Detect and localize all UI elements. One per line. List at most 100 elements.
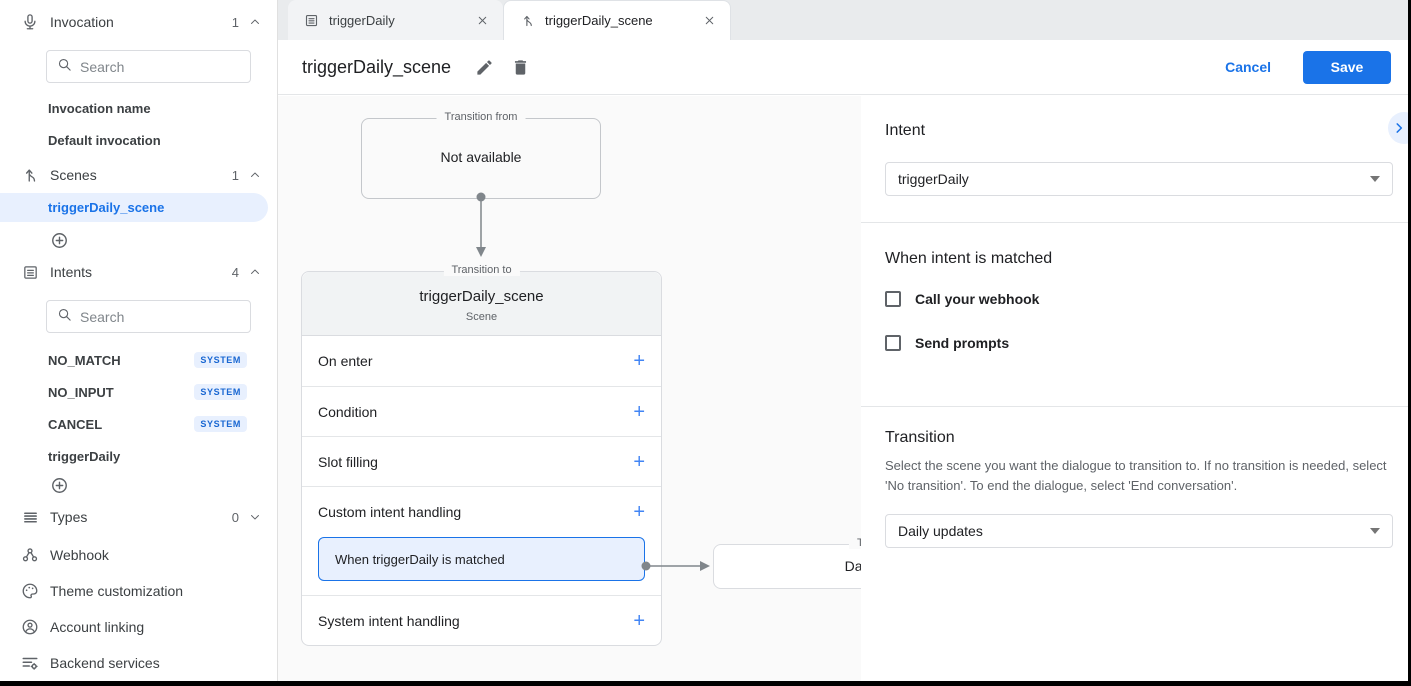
transition-dropdown[interactable]: Daily updates: [885, 514, 1393, 549]
backend-services-icon: [20, 653, 40, 673]
scene-icon: [20, 165, 40, 185]
account-icon: [20, 617, 40, 637]
cancel-button[interactable]: Cancel: [1225, 59, 1271, 75]
sidebar-section-scenes[interactable]: Scenes 1: [20, 163, 261, 187]
sidebar-item-backend-services[interactable]: Backend services: [20, 653, 261, 673]
scene-card-title: triggerDaily_scene: [419, 288, 544, 305]
sidebar-item-triggerdaily[interactable]: triggerDaily: [0, 445, 277, 467]
editor-header: triggerDaily_scene Cancel Save: [278, 40, 1408, 95]
add-icon[interactable]: +: [633, 501, 645, 523]
search-icon: [57, 307, 72, 327]
webhook-icon: [20, 545, 40, 565]
scene-row-condition[interactable]: Condition +: [302, 386, 661, 436]
sidebar-section-label: Types: [50, 509, 88, 525]
divider: [861, 406, 1408, 407]
checkbox-unchecked[interactable]: [885, 291, 901, 307]
sidebar-item-no-input[interactable]: NO_INPUT SYSTEM: [0, 381, 277, 403]
tab-label: triggerDaily: [329, 12, 395, 28]
page-title: triggerDaily_scene: [302, 56, 452, 77]
search-icon: [57, 57, 72, 77]
palette-icon: [20, 581, 40, 601]
sidebar-item-invocation-name[interactable]: Invocation name: [48, 101, 151, 116]
intent-handler-when-triggerdaily[interactable]: When triggerDaily is matched: [318, 537, 645, 581]
sidebar-item-webhook[interactable]: Webhook: [20, 545, 261, 565]
connector-arrow-down: [476, 192, 486, 257]
section-count: 4: [231, 264, 239, 280]
add-icon[interactable]: +: [633, 400, 645, 423]
transition-to-legend: Transition to: [848, 537, 861, 549]
types-icon: [20, 507, 40, 527]
intent-label: CANCEL: [48, 416, 103, 432]
tab-triggerdaily-scene[interactable]: triggerDaily_scene: [503, 0, 731, 40]
sidebar-item-theme-customization[interactable]: Theme customization: [20, 581, 261, 601]
delete-icon[interactable]: [509, 56, 531, 78]
sidebar-section-invocation[interactable]: Invocation 1: [20, 10, 261, 34]
send-prompts-option[interactable]: Send prompts: [885, 333, 1393, 353]
transition-dropdown-value: Daily updates: [898, 523, 983, 540]
scene-row-label: Custom intent handling: [318, 504, 462, 520]
transition-target-value: Daily updates: [844, 558, 861, 574]
transition-target-card[interactable]: Transition to Daily updates: [713, 537, 861, 589]
transition-from-legend: Transition from: [436, 111, 526, 123]
intent-dropdown[interactable]: triggerDaily: [885, 162, 1393, 196]
close-icon[interactable]: [476, 14, 489, 27]
system-badge: SYSTEM: [194, 352, 247, 368]
sidebar-link-label: Backend services: [50, 655, 160, 671]
call-webhook-option[interactable]: Call your webhook: [885, 289, 1393, 309]
intent-icon: [304, 13, 319, 28]
close-icon[interactable]: [703, 14, 716, 27]
sidebar-item-no-match[interactable]: NO_MATCH SYSTEM: [0, 349, 277, 371]
sidebar-item-default-invocation[interactable]: Default invocation: [48, 133, 161, 148]
add-icon[interactable]: +: [633, 450, 645, 473]
chevron-down-icon: [249, 511, 261, 523]
scene-row-label: Slot filling: [318, 453, 378, 470]
sidebar-item-account-linking[interactable]: Account linking: [20, 617, 261, 637]
chevron-up-icon: [249, 169, 261, 181]
sidebar: Invocation 1 Invocation name Default inv…: [0, 0, 278, 681]
tab-triggerdaily[interactable]: triggerDaily: [288, 0, 503, 40]
sidebar-section-intents[interactable]: Intents 4: [20, 260, 261, 284]
add-intent-button[interactable]: [50, 475, 277, 495]
scene-row-system-intent-handling[interactable]: System intent handling +: [302, 595, 661, 645]
transition-from-card: Transition from Not available: [361, 111, 601, 199]
intent-label: NO_MATCH: [48, 352, 121, 368]
intents-search: [46, 300, 251, 333]
sidebar-item-cancel[interactable]: CANCEL SYSTEM: [0, 413, 277, 435]
tab-strip: triggerDaily triggerDaily_scene: [278, 0, 1408, 40]
sidebar-section-types[interactable]: Types 0: [20, 505, 261, 529]
intent-detail-panel: Intent triggerDaily When intent is match…: [861, 96, 1408, 681]
sidebar-item-triggerdaily-scene[interactable]: triggerDaily_scene: [0, 193, 268, 222]
scene-row-slot-filling[interactable]: Slot filling +: [302, 436, 661, 486]
scene-card-subtitle: Scene: [465, 311, 498, 323]
checkbox-unchecked[interactable]: [885, 335, 901, 351]
scene-row-on-enter[interactable]: On enter +: [302, 336, 661, 386]
divider: [861, 222, 1408, 223]
chevron-up-icon: [249, 16, 261, 28]
collapse-panel-button[interactable]: [1388, 112, 1408, 144]
section-count: 1: [231, 167, 239, 183]
checkbox-label: Send prompts: [915, 335, 1010, 351]
sidebar-section-label: Scenes: [50, 167, 97, 183]
caret-down-icon: [1370, 528, 1380, 535]
scene-row-label: On enter: [318, 353, 373, 369]
main-area: triggerDaily triggerDaily_scene triggerD…: [278, 0, 1408, 681]
when-intent-matched-heading: When intent is matched: [885, 250, 1053, 267]
checkbox-label: Call your webhook: [915, 291, 1040, 307]
add-icon[interactable]: +: [633, 350, 645, 372]
sidebar-section-label: Intents: [50, 264, 93, 280]
tab-label: triggerDaily_scene: [545, 13, 653, 28]
caret-down-icon: [1370, 176, 1380, 182]
save-button[interactable]: Save: [1303, 50, 1391, 84]
mic-icon: [20, 12, 40, 32]
chevron-up-icon: [249, 266, 261, 278]
edit-icon[interactable]: [473, 56, 495, 78]
intent-icon: [20, 262, 40, 282]
transition-to-legend: Transition to: [443, 264, 520, 276]
custom-intent-handling-row[interactable]: Custom intent handling +: [302, 487, 661, 537]
search-input[interactable]: [80, 58, 220, 75]
search-input[interactable]: [80, 308, 220, 325]
add-scene-button[interactable]: [50, 230, 277, 250]
add-icon[interactable]: +: [633, 609, 645, 632]
scene-canvas: Transition from Not available Transition…: [278, 96, 861, 681]
